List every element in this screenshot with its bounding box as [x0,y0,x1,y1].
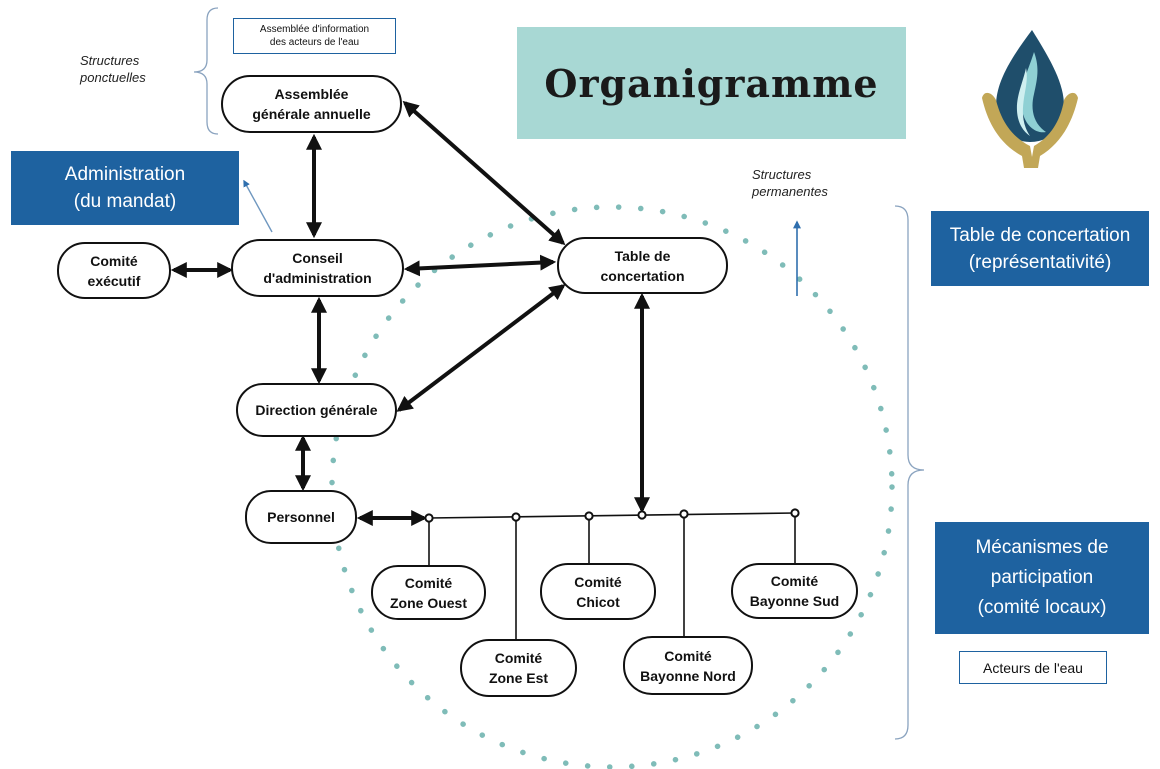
committee-bus-line [428,512,796,519]
arrow-direction-table [396,284,566,412]
node-table-concertation: Table de concertation [557,237,728,294]
bracket-permanentes [894,205,925,740]
water-hands-logo-icon [982,30,1078,168]
bracket-ponctuelles [193,7,219,135]
node-comite-zone-ouest: Comité Zone Ouest [371,565,486,620]
node-comite-chicot: Comité Chicot [540,563,656,620]
bus-node [584,511,594,521]
label-table-concertation: Table de concertation (représentativité) [931,211,1149,286]
bus-node [637,510,647,520]
note-structures-ponctuelles: Structures ponctuelles [80,53,146,85]
bus-node [511,512,521,522]
node-comite-zone-est: Comité Zone Est [460,639,577,697]
note-assemblee-information: Assemblée d'information des acteurs de l… [233,18,396,54]
label-mecanismes-participation: Mécanismes de participation (comité loca… [935,522,1149,634]
node-comite-bayonne-sud: Comité Bayonne Sud [731,563,858,619]
note-structures-permanentes: Structures permanentes [752,167,828,199]
node-personnel: Personnel [245,490,357,544]
bus-node [790,508,800,518]
pointer-administration [243,179,273,233]
label-administration: Administration (du mandat) [11,151,239,225]
node-direction-generale: Direction générale [236,383,397,437]
title-banner: Organigramme [517,27,906,139]
page-title: Organigramme [544,60,879,106]
arrow-assemblee-table [402,100,566,246]
node-conseil-administration: Conseil d'administration [231,239,404,297]
arrow-conseil-table [403,254,557,277]
bus-node [424,513,434,523]
label-acteurs-eau: Acteurs de l'eau [959,651,1107,684]
node-assemblee-generale: Assemblée générale annuelle [221,75,402,133]
node-comite-bayonne-nord: Comité Bayonne Nord [623,636,753,695]
participation-dotted-circle [329,204,895,769]
bus-node [679,509,689,519]
node-comite-executif: Comité exécutif [57,242,171,299]
